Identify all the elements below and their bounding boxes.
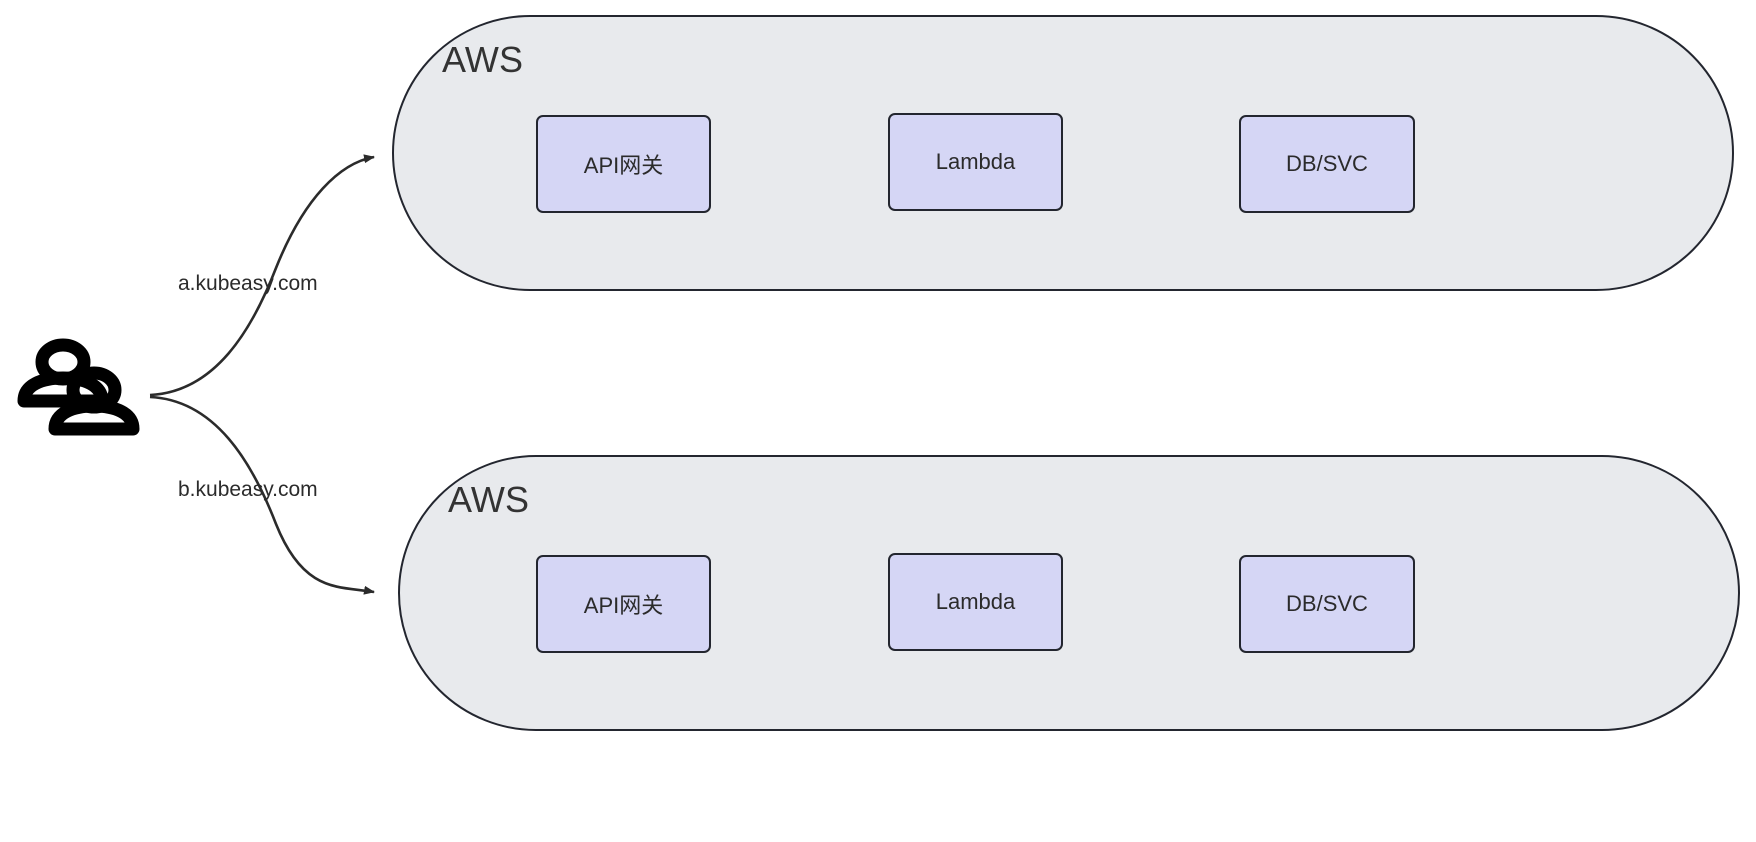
node-db-svc-bottom-label: DB/SVC <box>1286 591 1368 616</box>
node-lambda-bottom[interactable]: Lambda <box>888 553 1063 651</box>
aws-cloud-bottom-nodes: API网关 Lambda DB/SVC <box>400 457 1738 729</box>
aws-cloud-top[interactable]: AWS API网关 Lambda DB/SVC <box>392 15 1734 291</box>
node-api-gateway-bottom-label: API网关 <box>583 593 664 618</box>
node-api-gateway-top[interactable]: API网关 <box>536 115 711 213</box>
aws-cloud-bottom[interactable]: AWS API网关 Lambda DB/SVC <box>398 455 1740 731</box>
node-lambda-bottom-label: Lambda <box>935 589 1016 614</box>
node-db-svc-bottom[interactable]: DB/SVC <box>1239 555 1415 653</box>
edge-a-label: a.kubeasy.com <box>178 272 318 295</box>
aws-cloud-top-title: AWS <box>442 39 524 80</box>
node-db-svc-top-label: DB/SVC <box>1286 151 1368 176</box>
aws-cloud-top-nodes: API网关 Lambda DB/SVC <box>394 17 1732 289</box>
node-db-svc-top[interactable]: DB/SVC <box>1239 115 1415 213</box>
aws-cloud-bottom-title: AWS <box>448 479 530 520</box>
node-api-gateway-top-label: API网关 <box>583 153 664 178</box>
users-icon <box>17 338 140 436</box>
edge-b-label: b.kubeasy.com <box>178 478 318 501</box>
node-lambda-top[interactable]: Lambda <box>888 113 1063 211</box>
node-api-gateway-bottom[interactable]: API网关 <box>536 555 711 653</box>
node-lambda-top-label: Lambda <box>935 149 1016 174</box>
